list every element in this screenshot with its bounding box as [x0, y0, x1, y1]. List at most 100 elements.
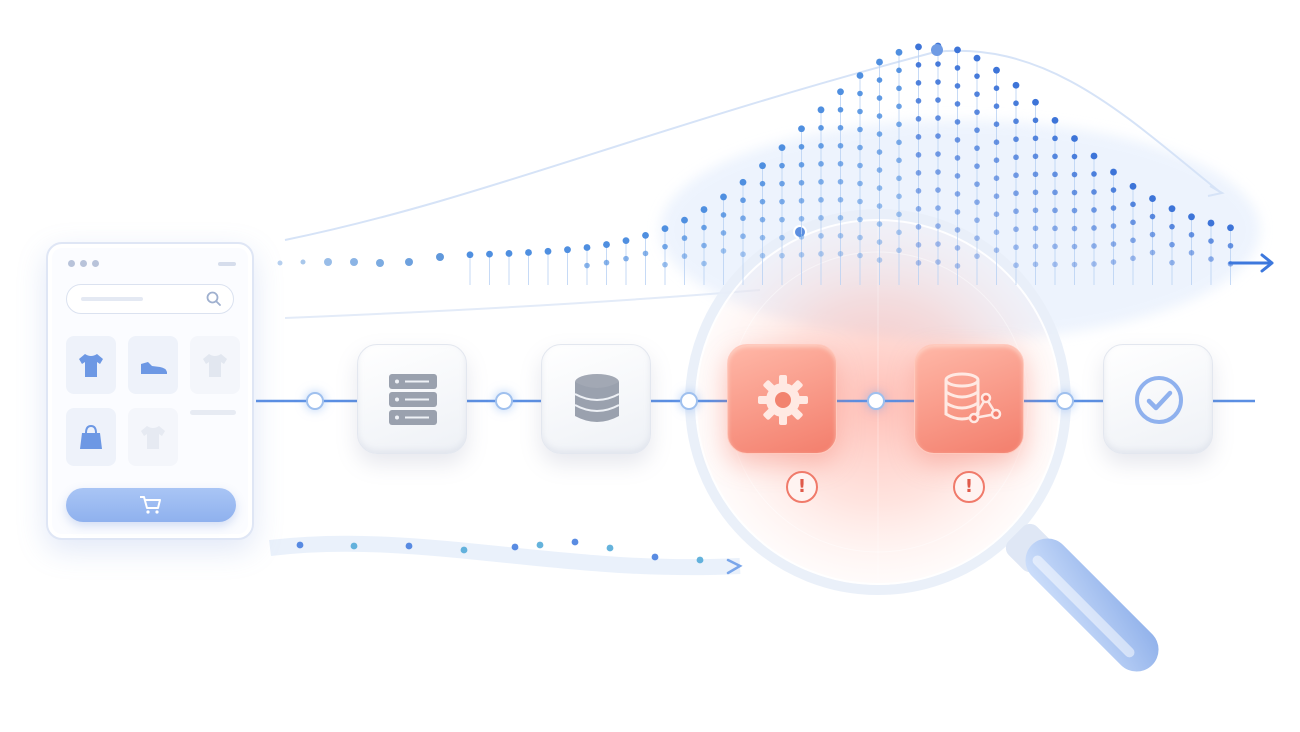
wave-dot — [798, 179, 805, 186]
wave-dot — [1052, 171, 1058, 178]
wave-dot — [1013, 172, 1019, 179]
wave-dot — [915, 188, 922, 194]
wave-dot — [974, 145, 980, 151]
product-tile[interactable] — [190, 336, 240, 394]
wave-dot — [993, 211, 1000, 218]
product-tile[interactable] — [128, 408, 178, 466]
wave-dot — [1169, 241, 1175, 248]
wave-dot — [993, 139, 1000, 146]
wave-dot — [1013, 244, 1019, 251]
wave-dot — [1169, 259, 1175, 266]
wave-dot — [993, 157, 1000, 164]
flow-dot — [511, 543, 519, 551]
wave-dot — [818, 251, 824, 257]
flow-dot — [696, 556, 704, 564]
product-tile[interactable] — [66, 408, 116, 466]
wave-dot — [1227, 224, 1234, 232]
wave-dot — [973, 54, 981, 62]
flow-dot — [571, 538, 579, 546]
wave-dot — [896, 85, 902, 92]
wave-dot — [896, 211, 902, 218]
wave-dot — [857, 90, 863, 97]
pipeline-node — [306, 392, 324, 410]
wave-dot — [896, 103, 902, 110]
wave-dot — [681, 235, 688, 241]
wave-dot — [740, 233, 746, 240]
wave-dot — [1032, 117, 1039, 124]
wave-dot — [915, 224, 922, 230]
wave-dot — [896, 229, 902, 236]
pipeline-node — [867, 392, 885, 410]
flow-dot — [405, 542, 413, 550]
wave-dot — [896, 121, 902, 128]
wave-dot — [935, 187, 941, 193]
wave-dot — [486, 250, 493, 258]
stage-processing[interactable] — [727, 344, 837, 454]
wave-dot — [1032, 189, 1039, 196]
wave-dot — [1013, 154, 1019, 161]
wave-dot — [779, 252, 785, 259]
wave-dot — [1032, 153, 1039, 160]
wave-dot — [935, 151, 941, 157]
wave-dot — [1090, 152, 1098, 160]
wave-dot — [642, 250, 649, 257]
search-icon[interactable] — [205, 290, 223, 308]
add-to-cart-button[interactable] — [66, 488, 236, 522]
wave-dot — [1032, 171, 1039, 178]
output-arrow — [1228, 253, 1274, 273]
trail-dot — [300, 259, 306, 265]
wave-dot — [837, 142, 844, 149]
wave-dot — [915, 206, 922, 212]
wave-dot — [798, 251, 805, 258]
wave-dot — [525, 249, 532, 256]
product-tile[interactable] — [66, 336, 116, 394]
wave-dot — [818, 143, 824, 149]
wave-dot — [1013, 262, 1019, 269]
wave-dot — [798, 143, 805, 150]
flow-dot — [606, 544, 614, 552]
wave-dot — [779, 216, 785, 223]
trail-dot — [350, 258, 358, 266]
search-bar[interactable] — [66, 284, 234, 314]
wave-dot — [759, 180, 766, 187]
stage-server[interactable] — [357, 344, 467, 454]
product-tile[interactable] — [128, 336, 178, 394]
wave-dot — [935, 133, 941, 139]
wave-dot — [798, 125, 805, 133]
wave-dot — [1149, 195, 1156, 202]
wave-dot — [876, 257, 883, 263]
wave-dot — [1227, 242, 1234, 249]
wave-dot — [974, 235, 980, 241]
wave-dot — [1091, 225, 1097, 231]
stage-database[interactable] — [541, 344, 651, 454]
wave-dot — [1091, 207, 1097, 213]
wave-dot — [954, 65, 961, 71]
wave-dot — [740, 215, 746, 222]
wave-dot — [954, 191, 961, 197]
wave-dot — [857, 162, 863, 169]
wave-dot — [1071, 261, 1078, 268]
wave-dot — [896, 67, 902, 74]
wave-dot — [778, 144, 786, 152]
wave-dot — [837, 124, 844, 131]
lower-arrow — [726, 558, 743, 575]
wave-dot — [935, 205, 941, 211]
wave-dot — [974, 163, 980, 169]
wave-dot — [681, 253, 688, 259]
upper-flow-curve — [284, 49, 1221, 241]
flow-dot — [460, 546, 468, 554]
tshirt-icon — [79, 354, 103, 377]
wave-dot — [1169, 223, 1175, 230]
wave-dot — [1013, 226, 1019, 233]
wave-dot — [876, 149, 883, 155]
wave-dot — [740, 251, 746, 258]
wave-dot — [1149, 249, 1156, 256]
wave-dot — [876, 95, 883, 101]
wave-dot — [681, 216, 688, 224]
stage-complete[interactable] — [1103, 344, 1213, 454]
wave-dot — [759, 234, 766, 241]
wave-dot — [1149, 213, 1156, 220]
stage-data-network[interactable] — [914, 344, 1024, 454]
data-wave-dots — [466, 42, 1234, 285]
